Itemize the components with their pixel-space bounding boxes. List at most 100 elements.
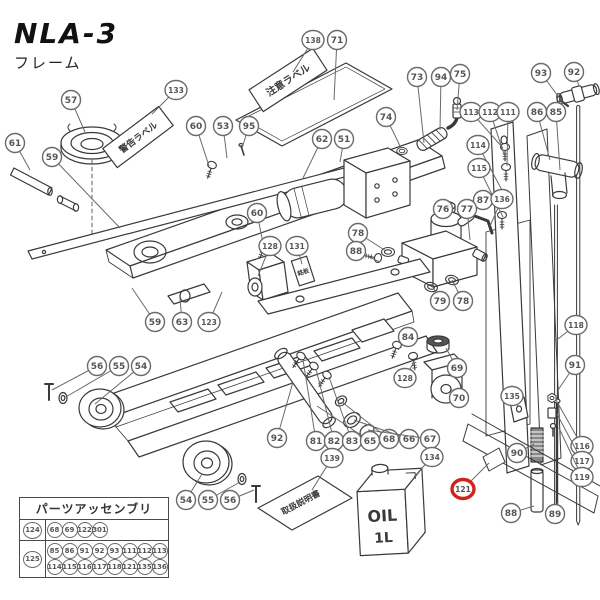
table-part-91[interactable]: 91 — [76, 543, 93, 559]
callout-134[interactable]: 134 — [413, 446, 444, 478]
callout-53[interactable]: 53 — [212, 115, 234, 159]
callout-56[interactable]: 56 — [219, 489, 255, 511]
title-block: NLA-3 フレーム — [14, 20, 118, 73]
callout-88[interactable]: 88 — [345, 240, 381, 263]
table-part-122[interactable]: 122 — [76, 522, 93, 538]
callout-57[interactable]: 57 — [60, 89, 86, 133]
svg-text:135: 135 — [504, 392, 520, 401]
callout-93[interactable]: 93 — [530, 62, 564, 104]
callout-55[interactable]: 55 — [63, 355, 130, 399]
callout-59[interactable]: 59 — [131, 287, 166, 333]
callout-135[interactable]: 135 — [500, 385, 524, 407]
callout-90[interactable]: 90 — [506, 442, 535, 464]
callout-82[interactable]: 82 — [315, 368, 345, 452]
callout-92[interactable]: 92 — [266, 381, 294, 449]
table-part-86[interactable]: 86 — [61, 543, 78, 559]
callout-111[interactable]: 111 — [496, 101, 520, 167]
callout-69[interactable]: 69 — [445, 347, 468, 379]
callout-77[interactable]: 77 — [456, 198, 478, 241]
callout-123[interactable]: 123 — [197, 291, 223, 333]
callout-138[interactable]: 138 — [292, 29, 325, 73]
svg-text:63: 63 — [176, 318, 189, 328]
table-part-136[interactable]: 136 — [151, 559, 168, 575]
svg-text:139: 139 — [324, 454, 340, 463]
table-part-117[interactable]: 117 — [91, 559, 108, 575]
handle-assembly-drawing — [457, 83, 600, 526]
svg-text:88: 88 — [505, 509, 518, 519]
callout-131[interactable]: 131 — [285, 235, 309, 265]
callout-76[interactable]: 76 — [432, 198, 454, 220]
callout-92[interactable]: 92 — [563, 61, 585, 87]
callout-85[interactable]: 85 — [545, 101, 567, 171]
callout-83[interactable]: 83 — [328, 376, 363, 452]
callout-79[interactable]: 79 — [429, 284, 451, 312]
table-part-92[interactable]: 92 — [91, 543, 108, 559]
model-number: NLA-3 — [14, 17, 119, 50]
callout-136[interactable]: 136 — [489, 188, 514, 227]
callout-128[interactable]: 128 — [393, 361, 417, 389]
callout-59[interactable]: 59 — [41, 146, 121, 229]
svg-text:91: 91 — [569, 361, 582, 371]
table-part-116[interactable]: 116 — [76, 559, 93, 575]
callout-62[interactable]: 62 — [302, 128, 333, 179]
callout-118[interactable]: 118 — [553, 314, 588, 343]
svg-text:57: 57 — [65, 96, 78, 106]
callout-115[interactable]: 115 — [467, 157, 504, 218]
callout-133[interactable]: 133 — [151, 79, 188, 115]
callout-63[interactable]: 63 — [171, 297, 193, 333]
callout-73[interactable]: 73 — [406, 66, 428, 144]
callout-95[interactable]: 95 — [238, 115, 260, 149]
callout-88[interactable]: 88 — [500, 502, 535, 524]
table-part-115[interactable]: 115 — [61, 559, 78, 575]
callout-61[interactable]: 61 — [4, 132, 31, 171]
table-part-111[interactable]: 111 — [121, 543, 138, 559]
callout-74[interactable]: 74 — [375, 106, 402, 149]
callout-60[interactable]: 60 — [185, 115, 210, 167]
callout-54[interactable]: 54 — [94, 355, 152, 405]
callout-70[interactable]: 70 — [448, 387, 470, 409]
svg-text:56: 56 — [224, 496, 237, 506]
callout-71[interactable]: 71 — [326, 29, 348, 101]
callout-67[interactable]: 67 — [367, 428, 441, 450]
callout-56[interactable]: 56 — [51, 355, 108, 391]
svg-text:115: 115 — [471, 164, 487, 173]
svg-text:93: 93 — [535, 69, 548, 79]
table-part-68[interactable]: 68 — [46, 522, 63, 538]
callout-128[interactable]: 128 — [257, 235, 282, 277]
callout-91[interactable]: 91 — [557, 354, 586, 391]
table-part-69[interactable]: 69 — [61, 522, 78, 538]
callout-119[interactable]: 119 — [558, 427, 594, 488]
table-part-85[interactable]: 85 — [46, 543, 63, 559]
nameplate-drawing: 銘板 — [290, 255, 316, 287]
callout-89[interactable]: 89 — [544, 501, 566, 525]
table-part-118[interactable]: 118 — [106, 559, 123, 575]
callout-75[interactable]: 75 — [449, 63, 471, 111]
table-part-301[interactable]: 301 — [91, 522, 108, 538]
table-part-114[interactable]: 114 — [46, 559, 63, 575]
table-part-125[interactable]: 125 — [23, 550, 42, 568]
callout-139[interactable]: 139 — [311, 447, 344, 491]
callout-78[interactable]: 78 — [451, 279, 474, 312]
table-part-124[interactable]: 124 — [23, 521, 42, 539]
callout-51[interactable]: 51 — [333, 128, 355, 163]
callout-54[interactable]: 54 — [175, 473, 203, 511]
table-part-112[interactable]: 112 — [136, 543, 153, 559]
callout-55[interactable]: 55 — [197, 481, 241, 511]
table-part-93[interactable]: 93 — [106, 543, 123, 559]
callout-84[interactable]: 84 — [397, 326, 419, 351]
svg-text:59: 59 — [149, 318, 162, 328]
table-part-121[interactable]: 121 — [121, 559, 138, 575]
callout-114[interactable]: 114 — [466, 134, 505, 195]
table-part-135[interactable]: 135 — [136, 559, 153, 575]
svg-text:55: 55 — [202, 496, 215, 506]
svg-text:銘板: 銘板 — [296, 266, 311, 278]
callout-78[interactable]: 78 — [347, 222, 387, 252]
callout-94[interactable]: 94 — [430, 66, 452, 131]
table-part-113[interactable]: 113 — [151, 543, 168, 559]
callout-66[interactable]: 66 — [353, 419, 420, 450]
callout-121-highlighted[interactable]: 121 — [450, 462, 490, 501]
